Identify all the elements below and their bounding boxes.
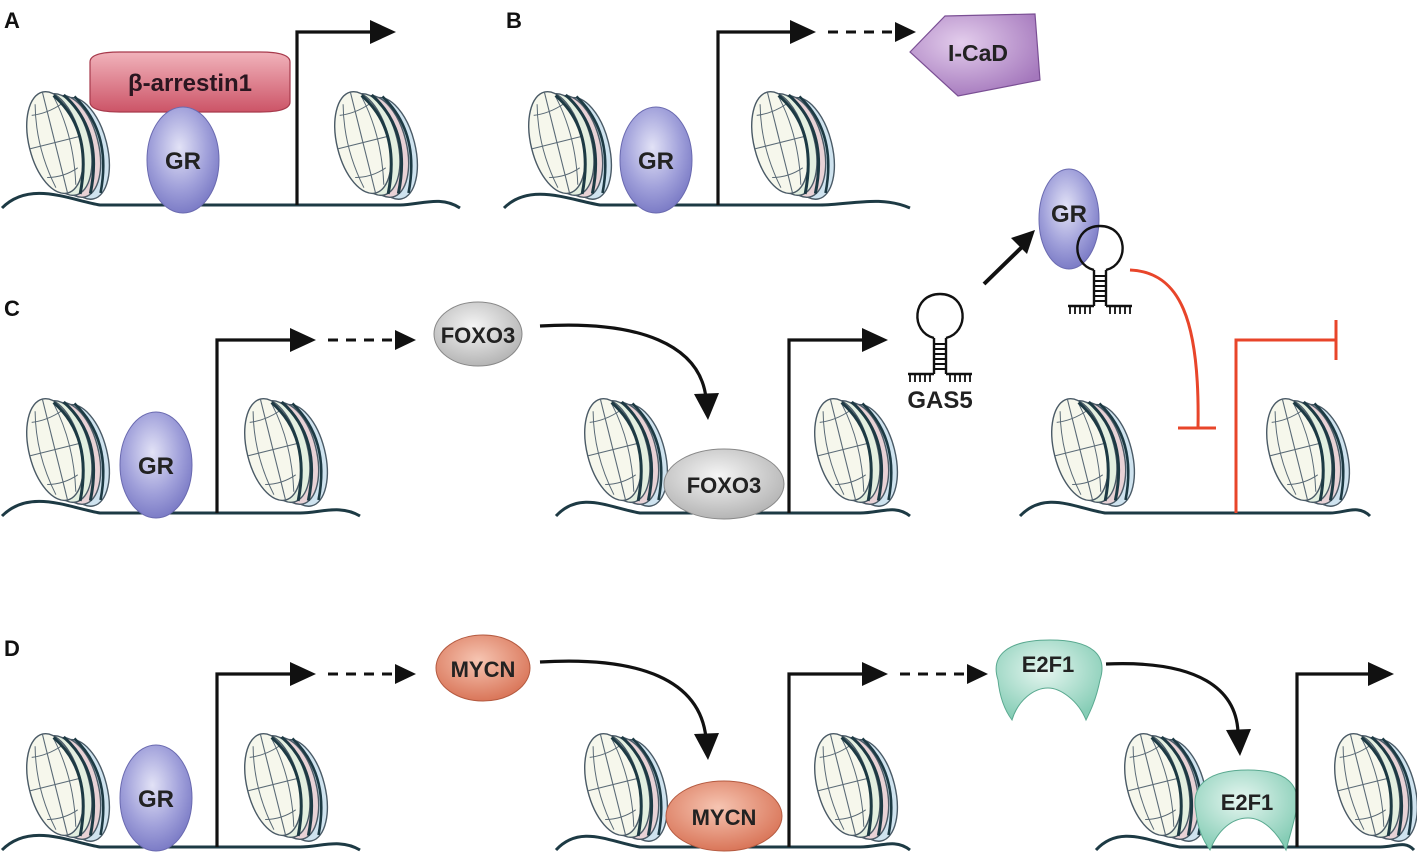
dna-strand-c-middle [554, 500, 911, 518]
panel-letter-b: B [506, 8, 522, 33]
nucleosome-d1-right [233, 720, 339, 855]
gr-gas5-complex: GR [1038, 168, 1134, 316]
gr-label-a: GR [165, 148, 201, 175]
binding-arrowhead-c [694, 393, 719, 420]
tss-arrow-d-right [1295, 672, 1372, 847]
mycn-free-protein: MYCN [435, 634, 531, 702]
dna-strand-c-right [1018, 500, 1372, 518]
gr-label-b: GR [638, 148, 674, 175]
tss-arrowhead-a [370, 20, 396, 44]
tss-arrowhead-d-right [1368, 662, 1394, 686]
binding-arrow-d-right [1105, 662, 1240, 733]
e2f1-bound-label: E2F1 [1221, 790, 1274, 815]
nucleosome-c1-right [233, 385, 339, 520]
gr-complex-label: GR [1051, 201, 1087, 228]
gr-protein-d: GR [119, 744, 193, 852]
panel-c: C GR FOXO3 FOXO3 GAS5 [0, 168, 1372, 520]
binding-arrow-d-left [539, 659, 708, 739]
panel-letter-c: C [4, 296, 20, 321]
panel-letter-a: A [4, 8, 20, 33]
gas5-rna [906, 292, 974, 384]
gr-label-c: GR [138, 453, 174, 480]
nucleosome-c2-right [803, 385, 909, 520]
nucleosome-c3-left [1040, 385, 1146, 520]
foxo3-free-protein: FOXO3 [433, 301, 523, 367]
tss-arrowhead-c-left [290, 328, 316, 352]
tss-arrowhead-c-middle [862, 328, 888, 352]
icad-label: I-CaD [948, 40, 1008, 66]
tss-arrow-a [295, 30, 378, 205]
tss-arrow-b [716, 30, 796, 205]
nucleosome-d3-right [1323, 720, 1417, 855]
panel-a: A β-arrestin1 GR [0, 8, 461, 214]
tss-arrowhead-d-left [290, 662, 316, 686]
dashed-arrowhead-d-left [395, 664, 416, 684]
dashed-arrowhead-b [895, 22, 916, 42]
panel-letter-d: D [4, 636, 20, 661]
icad-protein: I-CaD [909, 13, 1041, 97]
dna-strand-d-right [1094, 834, 1416, 852]
binding-arrow-c [539, 323, 708, 399]
dna-strand-b [502, 192, 911, 210]
foxo3-free-label: FOXO3 [441, 323, 516, 348]
dna-strand-a [0, 191, 461, 210]
gr-label-d: GR [138, 786, 174, 813]
e2f1-free-label: E2F1 [1022, 652, 1075, 677]
nucleosome-c1-left [15, 385, 121, 520]
gr-protein-a: GR [146, 106, 220, 214]
foxo3-bound-label: FOXO3 [687, 473, 762, 498]
dna-strand-c-left [0, 499, 361, 518]
dashed-arrowhead-d-right [967, 664, 988, 684]
dna-strand-d-middle [554, 834, 911, 852]
gas5-to-gr-arrow [982, 245, 1024, 286]
gas5-to-gr-arrowhead [1011, 230, 1035, 254]
beta-arrestin1-label: β-arrestin1 [128, 70, 252, 97]
foxo3-bound-protein: FOXO3 [663, 448, 785, 520]
nucleosome-b-left [517, 78, 623, 213]
beta-arrestin1-protein: β-arrestin1 [89, 51, 291, 113]
binding-arrowhead-d-right [1226, 729, 1251, 756]
gr-protein-c: GR [119, 411, 193, 519]
nucleosome-a-right [323, 78, 429, 213]
nucleosome-d1-left [15, 720, 121, 855]
nucleosome-d2-right [803, 720, 909, 855]
panel-d: D GR MYCN MYCN E2F1 [0, 634, 1417, 855]
inhibition-curve [1129, 268, 1200, 429]
binding-arrowhead-d-left [694, 733, 719, 760]
panel-b: B GR I-CaD [502, 8, 1041, 214]
dna-strand-d-left [0, 833, 361, 852]
tss-arrowhead-b [790, 20, 816, 44]
mycn-bound-protein: MYCN [665, 780, 783, 852]
tss-arrow-c-middle [787, 338, 868, 513]
gr-protein-b: GR [619, 106, 693, 214]
dashed-arrowhead-c [395, 330, 416, 350]
nucleosome-c2-left [573, 385, 679, 520]
nucleosome-d2-left [573, 720, 679, 855]
tss-arrow-d-middle [787, 672, 868, 847]
repressed-tss-c-right [1234, 338, 1336, 513]
tss-arrow-d-left [215, 672, 296, 847]
mycn-bound-label: MYCN [692, 805, 757, 830]
e2f1-bound-protein: E2F1 [1194, 769, 1298, 852]
e2f1-free-protein: E2F1 [995, 639, 1103, 722]
gas5-label: GAS5 [907, 387, 972, 414]
mycn-free-label: MYCN [451, 657, 516, 682]
tss-arrowhead-d-middle [862, 662, 888, 686]
nucleosome-b-right [740, 78, 846, 213]
tss-arrow-c-left [215, 338, 296, 513]
nucleosome-c3-right [1255, 385, 1361, 520]
